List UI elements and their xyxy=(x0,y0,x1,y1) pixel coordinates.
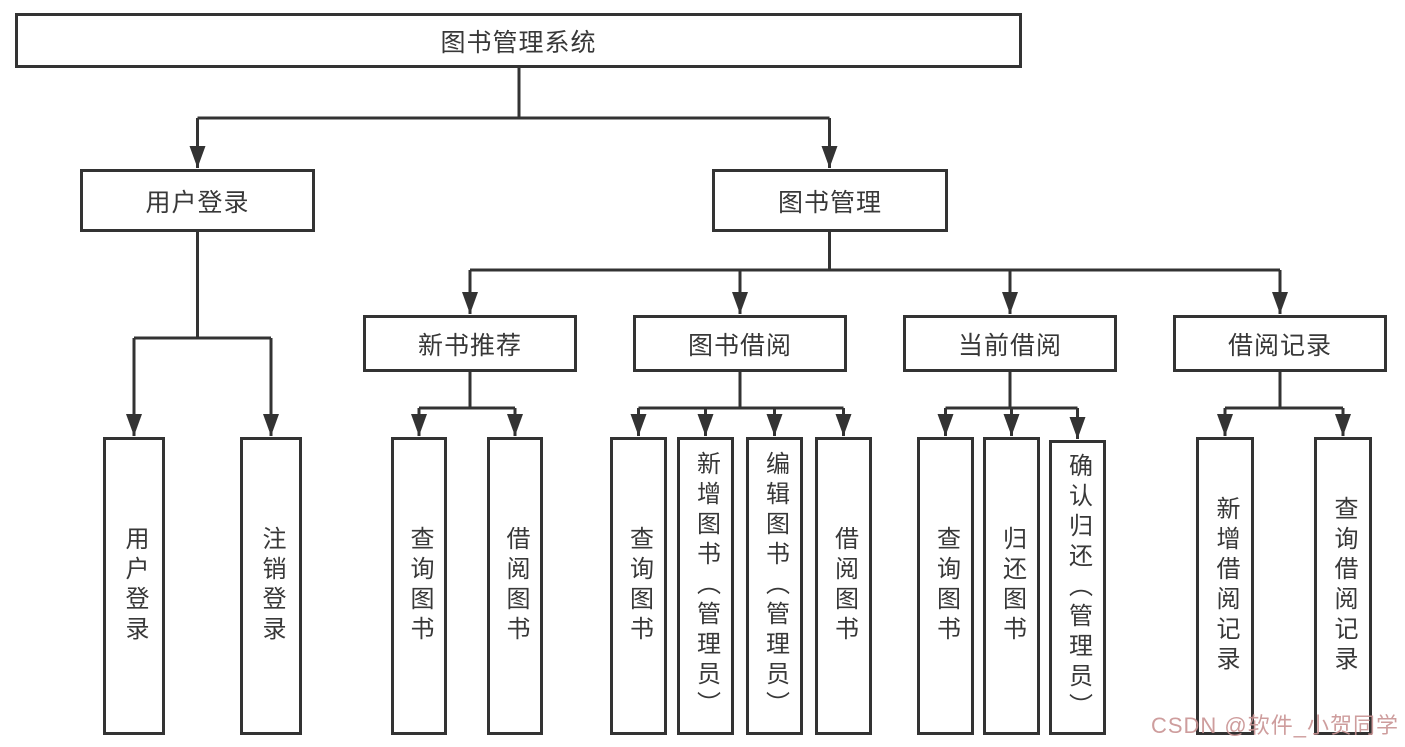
node-leaf-user-login-label: 用户登录 xyxy=(121,526,148,646)
node-new-book-rec-label: 新书推荐 xyxy=(417,331,522,360)
node-leaf-nbr-query-books-label: 查询图书 xyxy=(406,526,433,646)
node-leaf-bb-edit-books-admin: 编辑图书（管理员） xyxy=(746,437,803,735)
node-current-borrow-label: 当前借阅 xyxy=(957,331,1062,360)
node-leaf-logout: 注销登录 xyxy=(240,437,302,735)
node-leaf-logout-label: 注销登录 xyxy=(258,526,285,646)
node-borrow-record-label: 借阅记录 xyxy=(1227,331,1332,360)
node-leaf-cb-return-books-label: 归还图书 xyxy=(998,526,1026,646)
node-root: 图书管理系统 xyxy=(15,13,1022,68)
node-leaf-bb-add-books-admin-label: 新增图书（管理员） xyxy=(692,451,720,721)
node-leaf-cb-return-books: 归还图书 xyxy=(983,437,1040,735)
node-book-borrow-label: 图书借阅 xyxy=(687,331,792,360)
node-leaf-br-add-record: 新增借阅记录 xyxy=(1196,437,1254,735)
node-leaf-br-query-record-label: 查询借阅记录 xyxy=(1330,496,1357,676)
connector-trunks xyxy=(134,68,1343,410)
node-leaf-bb-edit-books-admin-label: 编辑图书（管理员） xyxy=(761,451,789,721)
node-leaf-cb-query-books: 查询图书 xyxy=(917,437,974,735)
node-leaf-br-query-record: 查询借阅记录 xyxy=(1314,437,1372,735)
node-leaf-cb-confirm-return-admin-label: 确认归还（管理员） xyxy=(1064,452,1092,723)
node-leaf-nbr-borrow-books-label: 借阅图书 xyxy=(502,526,529,646)
node-borrow-record: 借阅记录 xyxy=(1173,315,1387,372)
node-leaf-br-add-record-label: 新增借阅记录 xyxy=(1212,496,1239,676)
node-leaf-nbr-borrow-books: 借阅图书 xyxy=(487,437,543,735)
node-new-book-rec: 新书推荐 xyxy=(363,315,577,372)
node-leaf-user-login: 用户登录 xyxy=(103,437,165,735)
node-leaf-bb-borrow-books: 借阅图书 xyxy=(815,437,872,735)
node-leaf-bb-query-books-label: 查询图书 xyxy=(625,526,653,646)
node-user-login-label: 用户登录 xyxy=(145,188,250,217)
node-user-login: 用户登录 xyxy=(80,169,315,232)
node-leaf-nbr-query-books: 查询图书 xyxy=(391,437,447,735)
node-current-borrow: 当前借阅 xyxy=(903,315,1117,372)
node-leaf-cb-query-books-label: 查询图书 xyxy=(932,526,960,646)
node-leaf-bb-borrow-books-label: 借阅图书 xyxy=(830,526,858,646)
node-book-mgmt: 图书管理 xyxy=(712,169,948,232)
node-leaf-cb-confirm-return-admin: 确认归还（管理员） xyxy=(1049,440,1106,735)
node-root-label: 图书管理系统 xyxy=(440,28,597,57)
node-book-mgmt-label: 图书管理 xyxy=(777,188,882,217)
node-leaf-bb-add-books-admin: 新增图书（管理员） xyxy=(677,437,734,735)
node-leaf-bb-query-books: 查询图书 xyxy=(610,437,667,735)
node-book-borrow: 图书借阅 xyxy=(633,315,847,372)
